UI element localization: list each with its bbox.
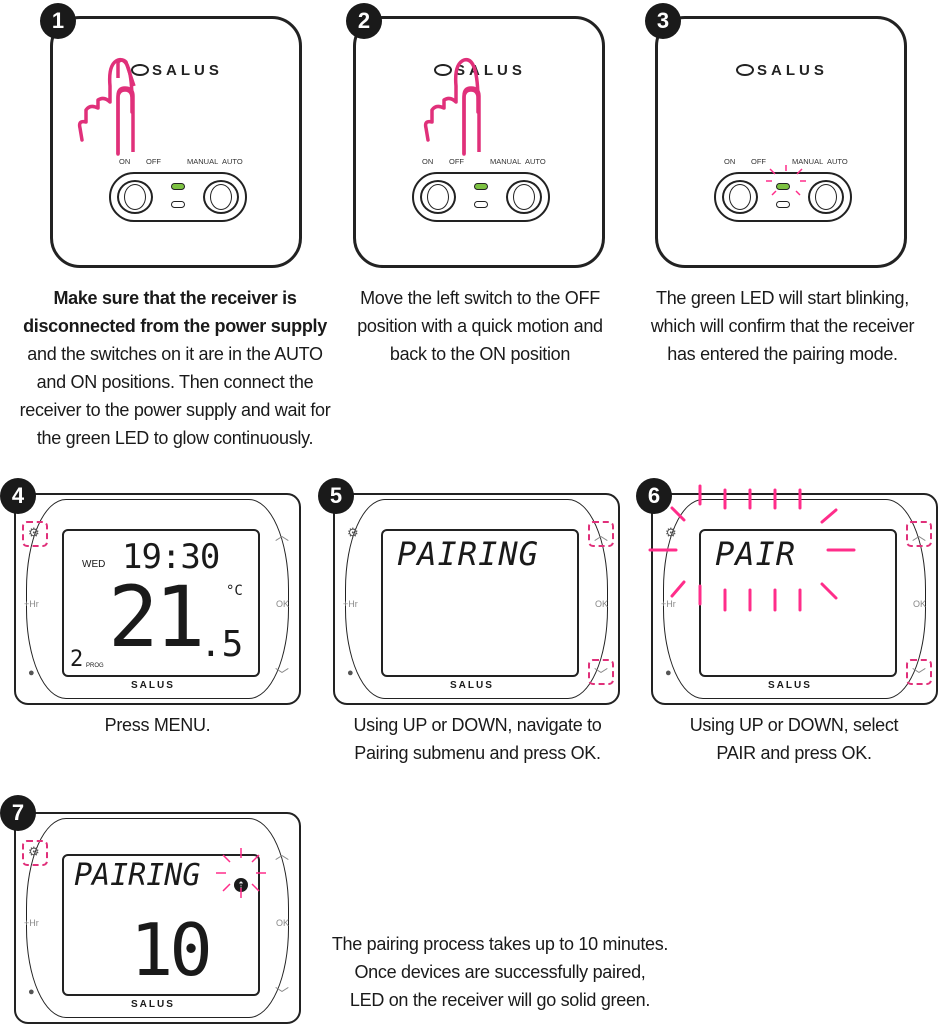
- green-led-blinking: [776, 183, 790, 190]
- up-button[interactable]: ︿: [275, 527, 289, 543]
- ok-button[interactable]: OK: [275, 918, 289, 928]
- step-number-7: 7: [0, 795, 36, 831]
- salus-logo: SALUS: [131, 62, 223, 79]
- status-led: [474, 201, 488, 208]
- hr-button[interactable]: +Hr: [343, 599, 358, 609]
- blink-rays-icon: [648, 484, 856, 612]
- step-7-caption: The pairing process takes up to 10 minut…: [331, 934, 669, 1010]
- program-label: PROG: [86, 663, 104, 669]
- hr-button[interactable]: +Hr: [661, 599, 676, 609]
- menu-text-display: PAIRING: [74, 858, 201, 893]
- salus-logo: SALUS: [434, 62, 526, 79]
- hr-button[interactable]: +Hr: [24, 918, 39, 928]
- lcd-screen: PAIRING 10 ⇡: [62, 854, 260, 996]
- up-button[interactable]: ︿: [594, 527, 608, 543]
- status-led: [171, 201, 185, 208]
- thermostat-6: ⚙ +Hr ● ︿ OK ﹀ PAIR SALUS: [651, 493, 938, 705]
- left-switch[interactable]: [722, 180, 758, 214]
- green-led: [171, 183, 185, 190]
- gear-icon[interactable]: ⚙: [28, 525, 40, 540]
- thermostat-7: ⚙ +Hr ● ︿ OK ﹀ PAIRING 10 ⇡ SALUS: [14, 812, 301, 1024]
- flame-icon[interactable]: ●: [347, 667, 354, 679]
- status-led: [776, 201, 790, 208]
- switch-plate: [109, 172, 247, 222]
- right-switch[interactable]: [506, 180, 542, 214]
- step-number-3: 3: [645, 3, 681, 39]
- gear-icon[interactable]: ⚙: [347, 525, 359, 540]
- salus-logo: SALUS: [450, 680, 494, 691]
- step-number-5: 5: [318, 478, 354, 514]
- step-6-caption: Using UP or DOWN, select PAIR and press …: [689, 715, 899, 763]
- temperature-display: 21: [108, 568, 205, 666]
- hr-button[interactable]: +Hr: [24, 599, 39, 609]
- time-display: 19:30: [122, 537, 220, 577]
- left-switch[interactable]: [117, 180, 153, 214]
- gear-icon[interactable]: ⚙: [665, 525, 677, 540]
- step-5-caption: Using UP or DOWN, navigate to Pairing su…: [353, 715, 602, 763]
- ok-button[interactable]: OK: [912, 599, 926, 609]
- step-1-caption: Make sure that the receiver is disconnec…: [19, 288, 331, 448]
- step-4-caption: Press MENU.: [104, 715, 211, 735]
- down-button-highlight[interactable]: [588, 659, 614, 685]
- up-button[interactable]: ︿: [275, 846, 289, 862]
- blink-rays-icon: [216, 848, 266, 898]
- antenna-icon: ⇡: [234, 878, 248, 892]
- right-switch[interactable]: [808, 180, 844, 214]
- thermostat-4: ⚙ +Hr ● ︿ OK ﹀ 19:30 WED 21 .5 °C 2 PROG…: [14, 493, 301, 705]
- blink-rays-icon: [766, 165, 806, 196]
- step-2-caption: Move the left switch to the OFF position…: [357, 288, 603, 364]
- step-number-4: 4: [0, 478, 36, 514]
- down-button[interactable]: ﹀: [594, 667, 608, 683]
- up-button-highlight[interactable]: [906, 521, 932, 547]
- receiver-device-3: SALUS ON OFF MANUAL AUTO: [655, 16, 907, 268]
- salus-logo: SALUS: [736, 62, 828, 79]
- ok-button[interactable]: OK: [275, 599, 289, 609]
- switch-plate: [412, 172, 550, 222]
- salus-logo: SALUS: [131, 999, 175, 1010]
- step-number-6: 6: [636, 478, 672, 514]
- green-led: [474, 183, 488, 190]
- day-display: WED: [82, 559, 106, 570]
- lcd-screen: PAIRING: [381, 529, 579, 677]
- step-number-1: 1: [40, 3, 76, 39]
- thermostat-5: ⚙ +Hr ● ︿ OK ﹀ PAIRING SALUS: [333, 493, 620, 705]
- flame-icon[interactable]: ●: [28, 667, 35, 679]
- unit-display: °C: [226, 583, 243, 599]
- step-number-2: 2: [346, 3, 382, 39]
- menu-text-display: PAIR: [715, 535, 797, 573]
- down-button[interactable]: ﹀: [275, 667, 289, 683]
- salus-logo: SALUS: [768, 680, 812, 691]
- flame-icon[interactable]: ●: [28, 986, 35, 998]
- left-switch[interactable]: [420, 180, 456, 214]
- ok-button[interactable]: OK: [594, 599, 608, 609]
- salus-logo: SALUS: [131, 680, 175, 691]
- menu-button-highlight[interactable]: [22, 840, 48, 866]
- hand-pointer-icon: [423, 58, 481, 156]
- down-button[interactable]: ﹀: [275, 986, 289, 1002]
- flame-icon[interactable]: ●: [665, 667, 672, 679]
- switch-plate: [714, 172, 852, 222]
- countdown-display: 10: [130, 908, 213, 992]
- gear-icon[interactable]: ⚙: [28, 844, 40, 859]
- menu-text-display: PAIRING: [397, 535, 539, 573]
- menu-button-highlight[interactable]: [22, 521, 48, 547]
- hand-pointer-icon: [77, 58, 136, 156]
- program-number: 2: [70, 647, 84, 672]
- up-button-highlight[interactable]: [588, 521, 614, 547]
- temperature-decimal: .5: [200, 624, 244, 665]
- up-button[interactable]: ︿: [912, 527, 926, 543]
- lcd-screen: 19:30 WED 21 .5 °C 2 PROG: [62, 529, 260, 677]
- step-3-caption: The green LED will start blinking, which…: [650, 288, 915, 364]
- right-switch[interactable]: [203, 180, 239, 214]
- down-button[interactable]: ﹀: [912, 667, 926, 683]
- receiver-device-1: SALUS ON OFF MANUAL AUTO: [50, 16, 302, 268]
- down-button-highlight[interactable]: [906, 659, 932, 685]
